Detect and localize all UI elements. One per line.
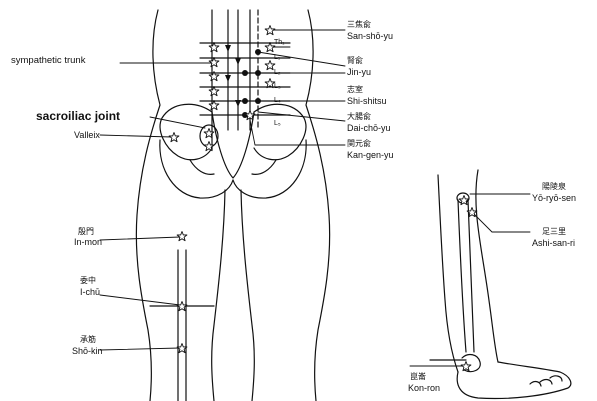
star-icon [461, 362, 471, 371]
point-sho-kin-label: Shō-kin [72, 346, 103, 356]
left-buttock-outline [160, 140, 233, 198]
point-shi-shitsu-label: Shi-shitsu [347, 96, 387, 106]
vertebra-l5-label: L₅ [274, 120, 281, 128]
leader-lines [100, 30, 530, 366]
point-i-chu-kanji: 委中 [80, 276, 96, 285]
point-in-mon-kanji: 殷門 [78, 227, 94, 236]
star-icon [209, 101, 219, 110]
star-icon [265, 26, 275, 35]
vertebra-l3-label: L₃ [274, 83, 281, 91]
point-i-chu-label: I-chū [80, 287, 100, 297]
star-icon [169, 133, 179, 142]
side-leg-back-outline [438, 175, 458, 372]
point-jin-yu-kanji: 腎兪 [347, 56, 363, 65]
point-shi-shitsu-kanji: 志室 [347, 85, 363, 94]
star-icon [209, 43, 219, 52]
hip-joint-curves [190, 160, 276, 174]
sacroiliac-joint-label: sacroiliac joint [36, 109, 120, 123]
star-icon [177, 232, 187, 241]
side-foot-outline [457, 362, 571, 399]
valleix-label: Valleix [74, 130, 100, 140]
right-buttock-outline [233, 140, 306, 198]
point-yo-ryo-sen-kanji: 陽陵泉 [542, 182, 566, 191]
vertebra-l1-label: L₁ [274, 54, 280, 62]
point-jin-yu-label: Jin-yu [347, 67, 371, 77]
point-ashi-san-ri-kanji: 足三里 [542, 227, 566, 236]
sacrum-outline [212, 112, 254, 178]
right-inner-leg-outline [241, 190, 254, 401]
right-body-outline [306, 10, 330, 401]
point-ashi-san-ri-label: Ashi-san-ri [532, 238, 575, 248]
side-tibia-outline [458, 200, 474, 352]
vertebra-l2-label: L₂ [274, 69, 281, 77]
point-kon-ron-kanji: 崑崙 [410, 372, 426, 381]
point-in-mon-label: In-mon [74, 237, 102, 247]
vertebra-th-label: Th₁ [274, 39, 285, 47]
star-icon [209, 87, 219, 96]
side-leg-front-outline [476, 170, 498, 362]
left-inner-leg-outline [212, 190, 225, 401]
point-san-sho-yu-kanji: 三焦兪 [347, 20, 371, 29]
point-san-sho-yu-label: San-shō-yu [347, 31, 393, 41]
point-yo-ryo-sen-label: Yō-ryō-sen [532, 193, 576, 203]
point-sho-kin-kanji: 承筋 [80, 335, 96, 344]
point-dai-cho-yu-label: Dai-chō-yu [347, 123, 391, 133]
left-body-outline [136, 10, 160, 401]
vertebra-l4-label: L₄ [274, 97, 281, 105]
point-dai-cho-yu-kanji: 大腸兪 [347, 112, 371, 121]
side-toes [530, 376, 562, 386]
star-icon [209, 58, 219, 67]
point-kan-gen-yu-label: Kan-gen-yu [347, 150, 394, 160]
sympathetic-trunk-label: sympathetic trunk [11, 56, 85, 66]
point-kan-gen-yu-kanji: 関元兪 [347, 139, 371, 148]
point-kon-ron-label: Kon-ron [408, 383, 440, 393]
